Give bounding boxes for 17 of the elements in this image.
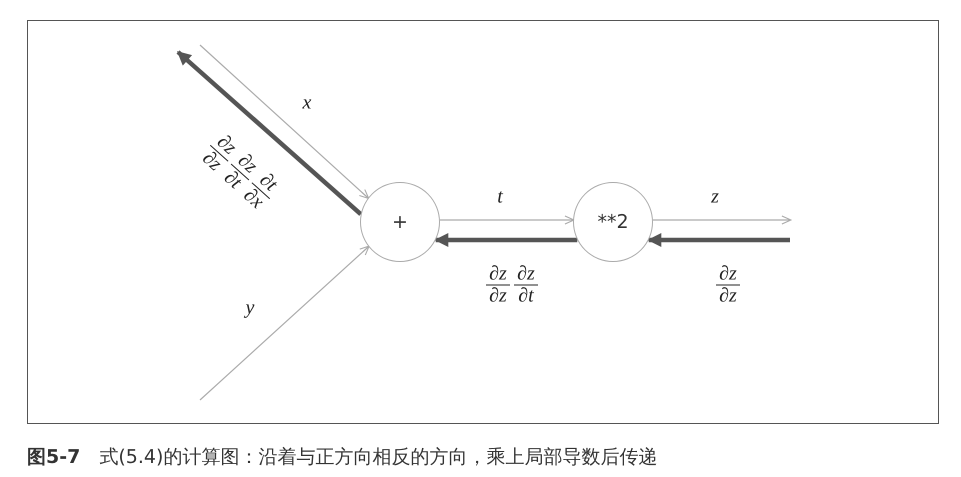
arrow: [434, 233, 578, 247]
edge-label: x: [302, 92, 312, 114]
arrow: [652, 215, 792, 225]
figure-caption: 图5-7 式(5.4)的计算图：沿着与正方向相反的方向，乘上局部导数后传递: [27, 445, 658, 470]
edge-label: y: [246, 296, 254, 320]
edge-label: t: [497, 186, 503, 208]
edge-label: ∂z ∂z ∂t ∂z ∂t ∂x: [196, 129, 284, 215]
edge-label: ∂z ∂z ∂z ∂t: [486, 264, 538, 306]
operation-node: +: [360, 182, 440, 262]
arrow: [440, 215, 574, 225]
arrow: [647, 233, 790, 247]
edge-label: z: [711, 186, 719, 208]
edge-label: ∂z ∂z: [716, 264, 740, 306]
operation-node: **2: [573, 182, 653, 262]
arrow: [200, 44, 370, 200]
arrow: [200, 246, 370, 400]
arrow: [176, 50, 362, 216]
